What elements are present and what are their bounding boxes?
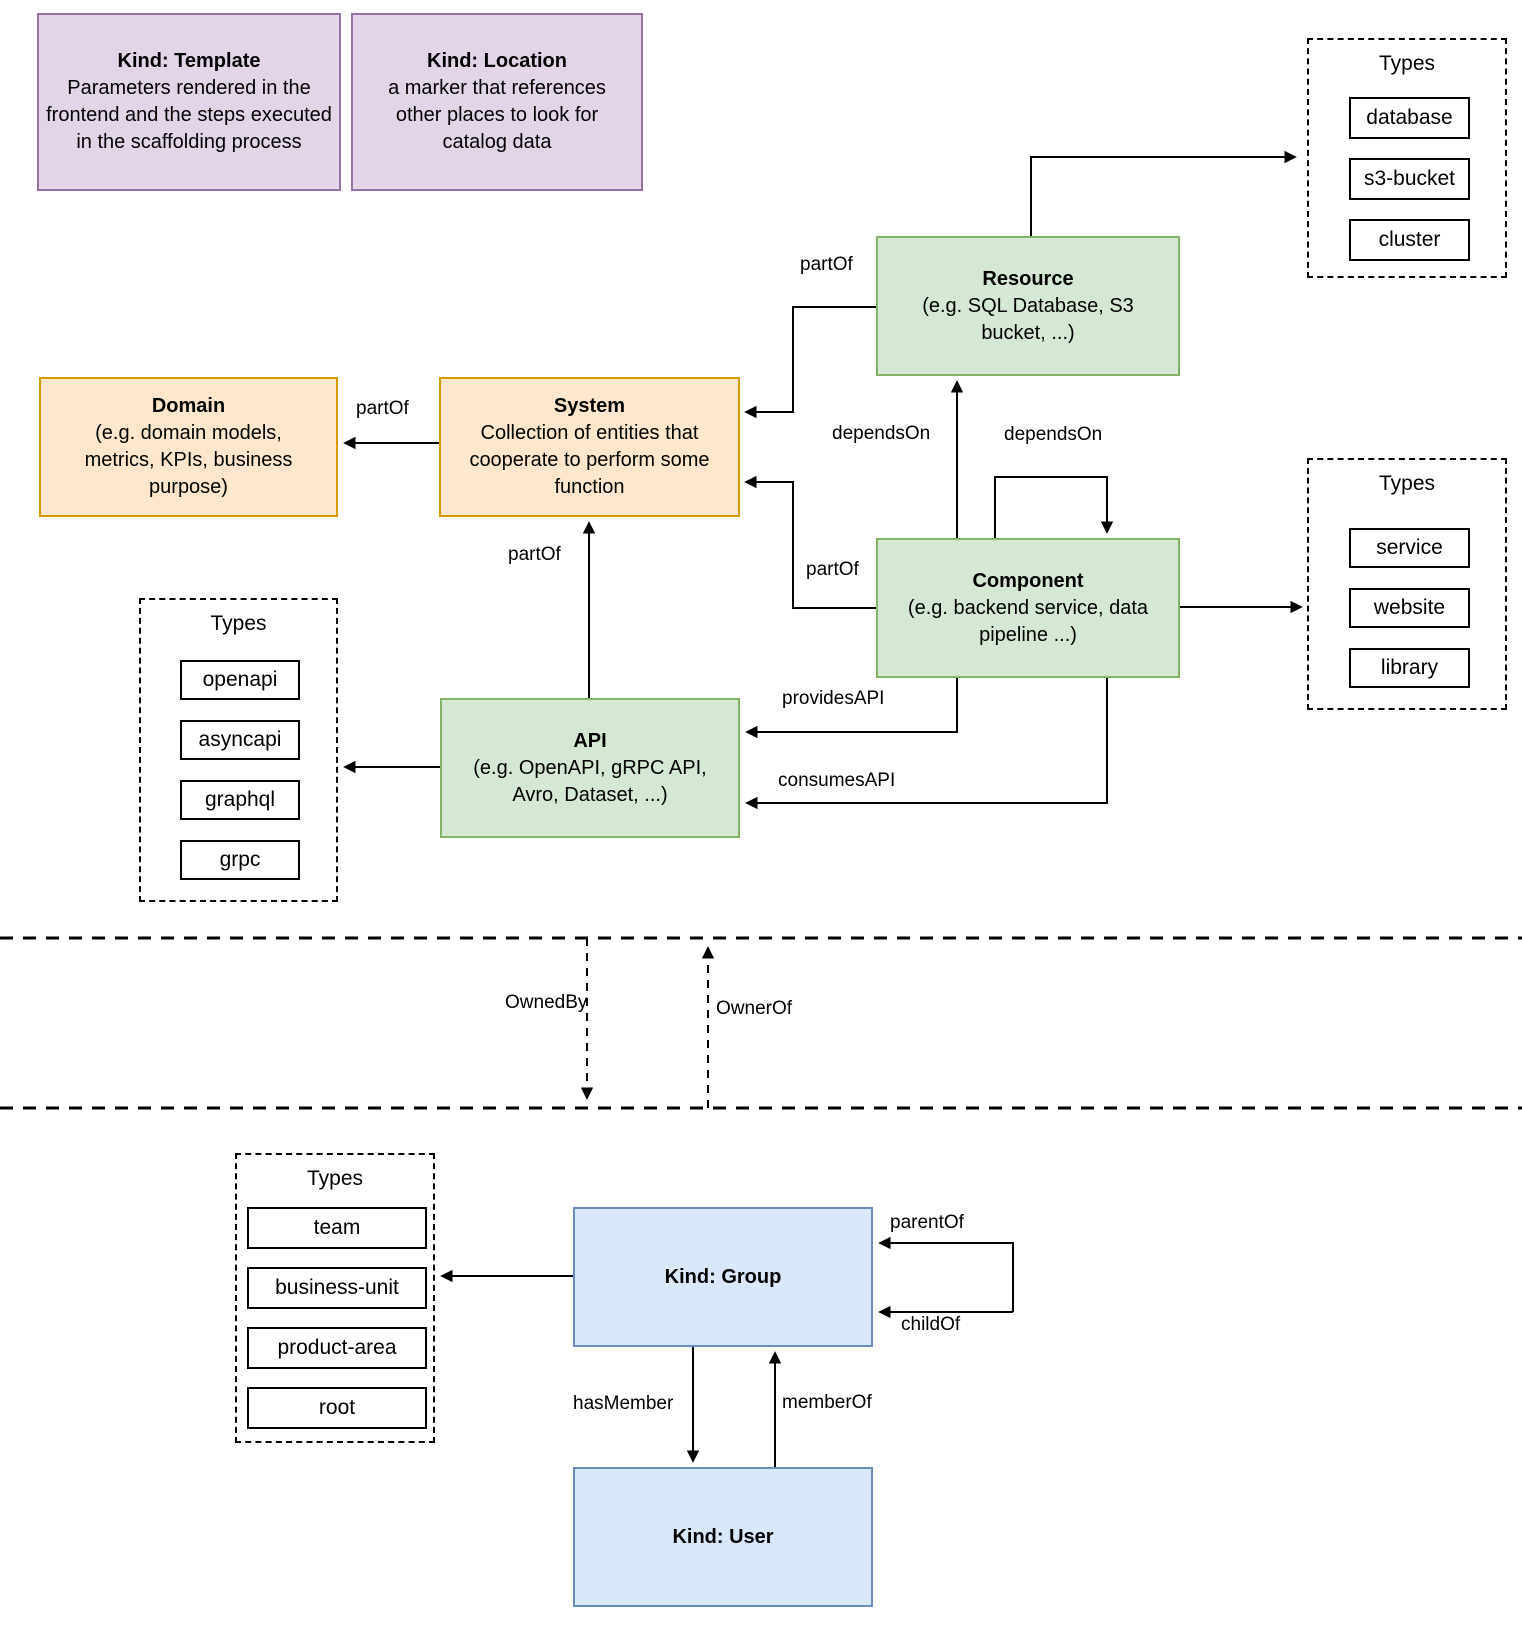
- type-item-product-area: product-area: [247, 1327, 427, 1369]
- panel-group-types: Types team business-unit product-area ro…: [235, 1153, 435, 1443]
- panel-component-types-title: Types: [1378, 472, 1436, 495]
- node-kind-location-title: Kind: Location: [427, 50, 567, 72]
- type-item-library: library: [1349, 648, 1470, 688]
- node-component: Component (e.g. backend service, data pi…: [876, 538, 1180, 678]
- edge-label-system-partof: partOf: [356, 398, 409, 419]
- node-resource-description: (e.g. SQL Database, S3 bucket, ...): [922, 294, 1134, 344]
- edge-label-component-partof: partOf: [806, 559, 859, 580]
- node-resource: Resource (e.g. SQL Database, S3 bucket, …: [876, 236, 1180, 376]
- type-item-graphql: graphql: [180, 780, 300, 820]
- edge-component-dependson-self: [994, 476, 1114, 538]
- node-domain-description: (e.g. domain models, metrics, KPIs, busi…: [84, 422, 293, 498]
- node-domain: Domain (e.g. domain models, metrics, KPI…: [39, 377, 338, 517]
- edge-label-consumesapi: consumesAPI: [778, 770, 896, 791]
- type-item-root: root: [247, 1387, 427, 1429]
- node-component-title: Component: [972, 569, 1084, 592]
- edge-label-childof: childOf: [901, 1314, 961, 1335]
- panel-resource-types: Types database s3-bucket cluster: [1307, 38, 1507, 278]
- edge-label-dependson-resource: dependsOn: [832, 423, 931, 444]
- edge-label-ownerof: OwnerOf: [716, 998, 793, 1019]
- node-api-description: (e.g. OpenAPI, gRPC API, Avro, Dataset, …: [473, 756, 707, 806]
- edge-label-hasmember: hasMember: [573, 1393, 674, 1414]
- node-api-title: API: [573, 729, 607, 752]
- panel-api-types: Types openapi asyncapi graphql grpc: [139, 598, 338, 902]
- node-kind-template-title: Kind: Template: [117, 50, 261, 72]
- node-kind-location-description: a marker that references other places to…: [388, 77, 606, 153]
- type-item-website: website: [1349, 588, 1470, 628]
- node-kind-user-title: Kind: User: [672, 1525, 774, 1548]
- node-system: System Collection of entities that coope…: [439, 377, 740, 517]
- panel-resource-types-title: Types: [1378, 52, 1436, 75]
- node-kind-user: Kind: User: [573, 1467, 873, 1607]
- node-component-description: (e.g. backend service, data pipeline ...…: [907, 596, 1149, 646]
- type-item-cluster: cluster: [1349, 219, 1470, 261]
- edge-label-api-partof: partOf: [508, 544, 561, 565]
- type-item-database: database: [1349, 97, 1470, 139]
- edge-label-ownedby: OwnedBy: [505, 992, 588, 1013]
- edge-label-providesapi: providesAPI: [782, 688, 885, 709]
- node-resource-title: Resource: [982, 267, 1074, 290]
- node-kind-template-description: Parameters rendered in the frontend and …: [46, 77, 332, 153]
- edge-component-partof-system: [744, 475, 876, 609]
- panel-group-types-title: Types: [306, 1167, 364, 1190]
- node-kind-template: Kind: Template Parameters rendered in th…: [37, 13, 341, 191]
- panel-component-types: Types service website library: [1307, 458, 1507, 710]
- edge-label-dependson-self: dependsOn: [1004, 424, 1103, 445]
- type-item-service: service: [1349, 528, 1470, 568]
- edge-resource-partof-system: [744, 306, 876, 419]
- panel-api-types-title: Types: [210, 612, 267, 635]
- node-domain-title: Domain: [151, 395, 226, 417]
- node-kind-group: Kind: Group: [573, 1207, 873, 1347]
- edge-label-parentof: parentOf: [890, 1212, 964, 1233]
- type-item-business-unit: business-unit: [247, 1267, 427, 1309]
- node-api: API (e.g. OpenAPI, gRPC API, Avro, Datas…: [440, 698, 740, 838]
- type-item-team: team: [247, 1207, 427, 1249]
- node-kind-group-title: Kind: Group: [664, 1265, 782, 1288]
- type-item-grpc: grpc: [180, 840, 300, 880]
- node-system-title: System: [553, 395, 626, 417]
- type-item-openapi: openapi: [180, 660, 300, 700]
- type-item-s3-bucket: s3-bucket: [1349, 158, 1470, 200]
- node-kind-location: Kind: Location a marker that references …: [351, 13, 643, 191]
- edge-label-memberof: memberOf: [782, 1392, 872, 1413]
- edge-resource-to-types: [1030, 150, 1297, 236]
- edge-group-parentof: [878, 1236, 1014, 1312]
- node-system-description: Collection of entities that cooperate to…: [469, 422, 710, 498]
- type-item-asyncapi: asyncapi: [180, 720, 300, 760]
- edge-label-resource-partof: partOf: [800, 254, 853, 275]
